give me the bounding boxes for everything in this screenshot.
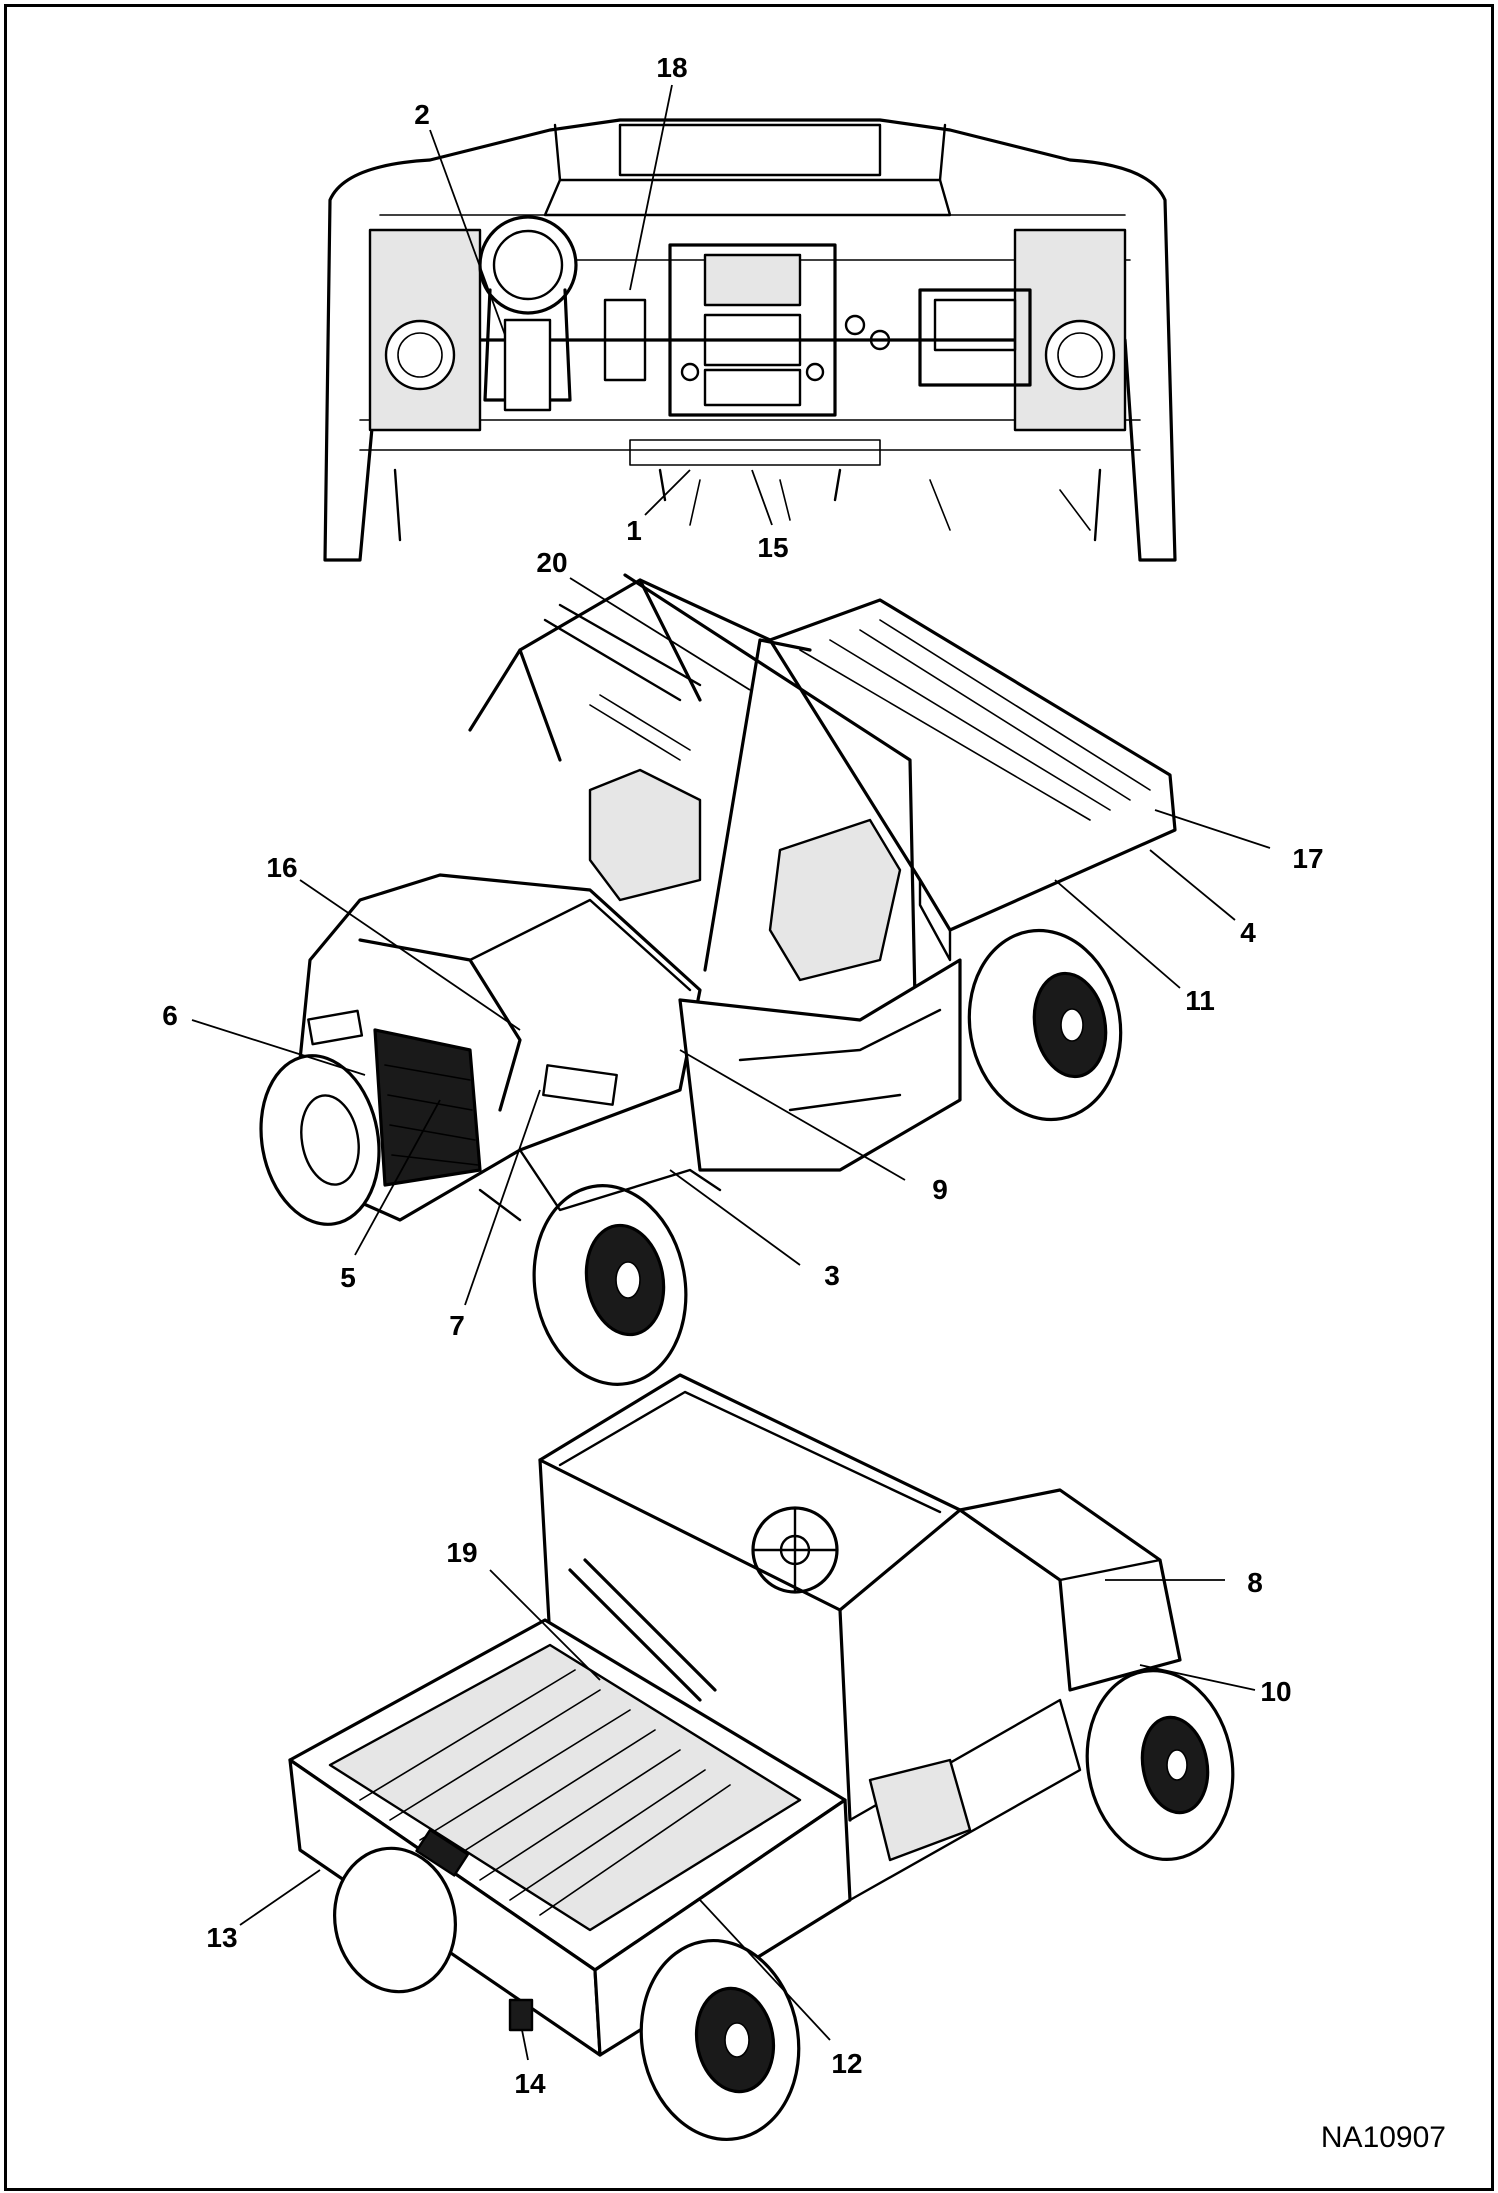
leader-7 — [464, 1089, 541, 1306]
callout-6: 6 — [162, 1000, 178, 1031]
leader-15 — [751, 469, 773, 526]
callout-20: 20 — [536, 547, 567, 578]
callout-12: 12 — [831, 2048, 862, 2079]
callout-4: 4 — [1240, 917, 1256, 948]
callout-18: 18 — [656, 52, 687, 83]
dashboard-view — [323, 118, 1177, 562]
callout-5: 5 — [340, 1262, 356, 1293]
callout-11: 11 — [1185, 985, 1215, 1016]
leader-18 — [629, 84, 673, 291]
callout-16: 16 — [266, 852, 297, 883]
diagram-border — [4, 4, 1494, 2191]
leader-5 — [354, 1099, 441, 1256]
callout-10: 10 — [1260, 1676, 1291, 1707]
leader-16 — [299, 879, 521, 1031]
leader-9 — [679, 1049, 906, 1181]
rear-vehicle-view — [288, 1373, 1235, 2142]
callout-leaders — [191, 84, 1271, 2061]
callout-7: 7 — [449, 1310, 465, 1341]
callout-2: 2 — [414, 99, 430, 130]
leader-17 — [1154, 809, 1271, 849]
leader-14 — [521, 2029, 529, 2061]
leader-10 — [1139, 1664, 1256, 1691]
leader-1 — [644, 469, 691, 516]
leader-6 — [191, 1019, 366, 1076]
leader-3 — [669, 1169, 801, 1266]
leader-4 — [1149, 849, 1236, 921]
callout-17: 17 — [1292, 843, 1323, 874]
callout-14: 14 — [514, 2068, 546, 2099]
leader-11 — [1054, 879, 1181, 989]
callout-1: 1 — [626, 515, 642, 546]
leader-20 — [569, 577, 751, 691]
leader-13 — [239, 1869, 321, 1926]
callout-numbers: 18 2 1 15 20 17 4 11 16 6 9 3 5 7 8 10 1… — [162, 52, 1323, 2099]
leader-2 — [429, 129, 506, 336]
front-vehicle-view — [259, 573, 1177, 1386]
callout-3: 3 — [824, 1260, 840, 1291]
callout-13: 13 — [206, 1922, 237, 1953]
leader-19 — [489, 1569, 601, 1681]
drawing-number: NA10907 — [1320, 2121, 1446, 2154]
callout-9: 9 — [932, 1174, 948, 1205]
callout-8: 8 — [1247, 1567, 1263, 1598]
callout-19: 19 — [446, 1537, 477, 1568]
leader-12 — [699, 1899, 831, 2041]
callout-15: 15 — [757, 532, 788, 563]
